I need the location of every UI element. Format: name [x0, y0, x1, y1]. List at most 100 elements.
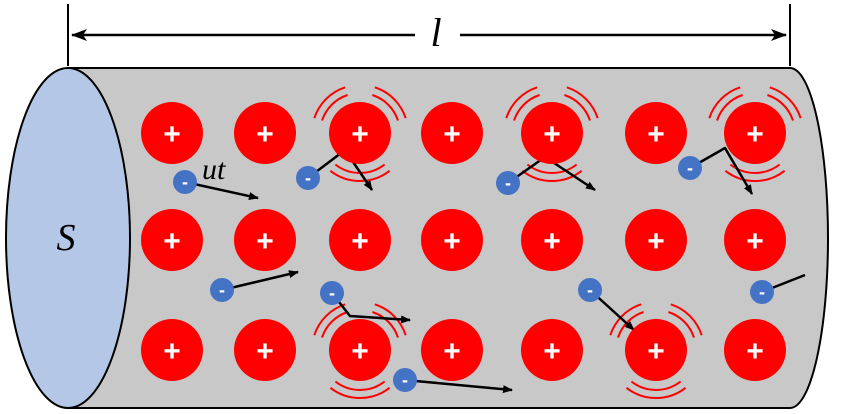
- positive-ion: +: [141, 209, 203, 271]
- vibration-arc: [372, 311, 399, 338]
- ion-sign: +: [543, 335, 561, 368]
- ion-circle: [724, 209, 786, 271]
- ion-sign: +: [163, 118, 181, 151]
- displacement-label: ut: [202, 153, 226, 186]
- vibration-arc: [521, 170, 583, 183]
- electron-circle: [173, 170, 197, 194]
- area-label: S: [57, 217, 76, 259]
- ion-circle: [625, 319, 687, 381]
- cross-section-face: [5, 67, 131, 409]
- positive-ion: +: [329, 319, 391, 381]
- ion-circle: [329, 209, 391, 271]
- length-label: l: [430, 10, 441, 55]
- electron-circle: [578, 278, 602, 302]
- vibration-arc: [566, 86, 599, 119]
- ion-circle: [521, 319, 583, 381]
- positive-ion: +: [724, 319, 786, 381]
- vibration-arc: [625, 387, 687, 400]
- electron: -: [678, 156, 702, 180]
- vibration-arc: [374, 303, 407, 336]
- positive-ion: +: [234, 319, 296, 381]
- positive-ion: +: [329, 102, 391, 164]
- ion-circle: [724, 319, 786, 381]
- vibration-arc: [769, 86, 802, 119]
- electron-sign: -: [305, 168, 311, 188]
- electron-circle: [320, 281, 344, 305]
- electron: -: [296, 166, 320, 190]
- cylinder: S: [5, 67, 829, 409]
- ion-sign: +: [256, 225, 274, 258]
- electron-sign: -: [587, 280, 593, 300]
- ion-circle: [521, 209, 583, 271]
- ion-sign: +: [647, 225, 665, 258]
- vibration-arc: [321, 94, 348, 121]
- positive-ion: +: [625, 319, 687, 381]
- ion-circle: [234, 209, 296, 271]
- vibration-mark: [313, 86, 407, 183]
- electron-sign: -: [219, 280, 225, 300]
- ion-circle: [234, 102, 296, 164]
- positive-ion: +: [521, 102, 583, 164]
- ion-sign: +: [543, 118, 561, 151]
- ion-circle: [421, 209, 483, 271]
- ion-sign: +: [746, 225, 764, 258]
- velocity-arrow: [404, 378, 513, 394]
- ion-circle: [521, 102, 583, 164]
- electron: -: [173, 170, 197, 194]
- vibration-arc: [767, 94, 794, 121]
- ion-sign: +: [351, 118, 369, 151]
- vibration-arc: [708, 86, 741, 119]
- ion-sign: +: [163, 225, 181, 258]
- ion-sign: +: [163, 335, 181, 368]
- positive-ion: +: [141, 319, 203, 381]
- vibration-arc: [372, 94, 399, 121]
- positive-ion: +: [141, 102, 203, 164]
- ion-sign: +: [256, 118, 274, 151]
- positive-ion: +: [329, 209, 391, 271]
- electron-circle: [678, 156, 702, 180]
- electron: -: [578, 278, 602, 302]
- positive-ion: +: [421, 102, 483, 164]
- positive-ion: +: [521, 209, 583, 271]
- ion-circle: [625, 102, 687, 164]
- ion-circle: [329, 102, 391, 164]
- electron-sign: -: [402, 370, 408, 390]
- ion-circle: [421, 102, 483, 164]
- vibration-marks: [313, 86, 802, 400]
- electron-sign: -: [759, 282, 765, 302]
- vibration-arc: [329, 387, 391, 400]
- free-electrons: ---------: [173, 156, 774, 392]
- positive-ion: +: [724, 209, 786, 271]
- positive-ion: +: [625, 209, 687, 271]
- ion-circle: [141, 319, 203, 381]
- vibration-mark: [609, 303, 703, 400]
- length-dimension: l: [67, 4, 791, 66]
- positive-ion: +: [724, 102, 786, 164]
- vibration-arc: [716, 94, 743, 121]
- ion-sign: +: [443, 335, 461, 368]
- vibration-arc: [668, 311, 695, 338]
- electron-sign: -: [182, 172, 188, 192]
- ion-sign: +: [647, 335, 665, 368]
- ion-sign: +: [543, 225, 561, 258]
- ion-circle: [724, 102, 786, 164]
- vibration-arc: [313, 86, 346, 119]
- ion-circle: [141, 209, 203, 271]
- ion-sign: +: [647, 118, 665, 151]
- vibration-arc: [564, 94, 591, 121]
- electron: -: [750, 280, 774, 304]
- vibration-arc: [505, 86, 538, 119]
- electron: -: [393, 368, 417, 392]
- electron-circle: [210, 278, 234, 302]
- ion-sign: +: [351, 225, 369, 258]
- electron-circle: [750, 280, 774, 304]
- ion-sign: +: [746, 118, 764, 151]
- vibration-arc: [609, 303, 642, 336]
- ion-sign: +: [351, 335, 369, 368]
- vibration-arc: [724, 170, 786, 183]
- ion-sign: +: [256, 335, 274, 368]
- vibration-arc: [630, 380, 682, 391]
- positive-ion: +: [521, 319, 583, 381]
- ion-circle: [625, 209, 687, 271]
